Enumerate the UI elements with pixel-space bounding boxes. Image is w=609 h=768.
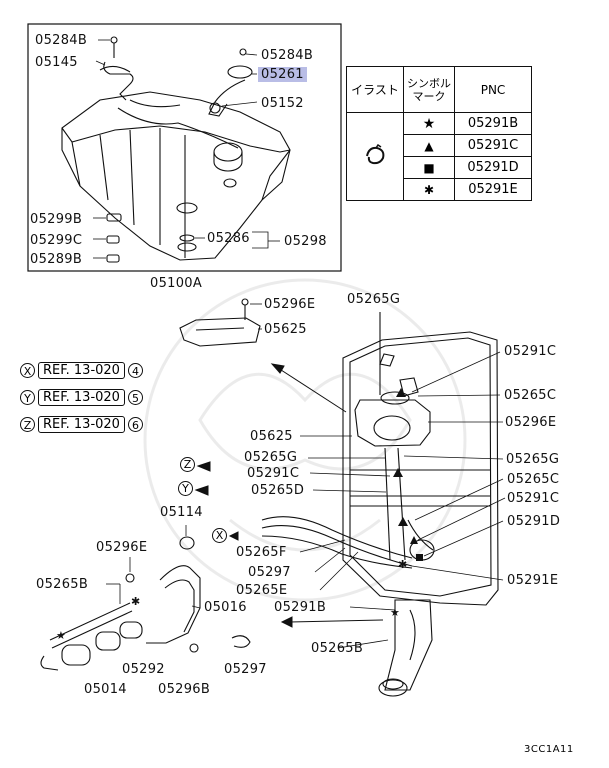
label-05114[interactable]: 05114 <box>160 505 203 520</box>
label-05291D[interactable]: 05291D <box>507 514 561 529</box>
label-05297[interactable]: 05297 <box>248 565 291 580</box>
header-pnc: PNC <box>454 66 532 113</box>
label-05265G[interactable]: 05265G <box>244 450 298 465</box>
label-05625[interactable]: 05625 <box>264 322 307 337</box>
marker-z: Z <box>180 457 195 472</box>
ref-x-num: 4 <box>127 363 143 378</box>
star-mark: ★ <box>56 629 67 642</box>
diagram-code: 3CC1A11 <box>524 744 574 755</box>
label-05265G[interactable]: 05265G <box>506 452 560 467</box>
label-05265B[interactable]: 05265B <box>36 577 89 592</box>
label-05284B[interactable]: 05284B <box>35 33 88 48</box>
label-05286[interactable]: 05286 <box>207 231 250 246</box>
fuel-tank-drawing <box>61 36 291 263</box>
header-illustration: イラスト <box>346 66 404 113</box>
pnc-05291D[interactable]: 05291D <box>454 156 532 179</box>
header-symbol-mark: シンボルマーク <box>403 66 455 113</box>
label-05261-highlighted[interactable]: 05261 <box>258 67 307 82</box>
tank-leader-lines <box>93 39 280 259</box>
label-05014[interactable]: 05014 <box>84 682 127 697</box>
arrows <box>194 363 384 628</box>
label-05297[interactable]: 05297 <box>224 662 267 677</box>
label-05291C[interactable]: 05291C <box>247 466 300 481</box>
label-05298[interactable]: 05298 <box>284 234 327 249</box>
tank-protector-drawing <box>40 298 499 697</box>
symbol-legend-table: イラスト シンボルマーク PNC ★ 05291B ▲ 05291C ■ 052… <box>346 66 532 201</box>
pnc-05291B[interactable]: 05291B <box>454 112 532 135</box>
label-05292[interactable]: 05292 <box>122 662 165 677</box>
ref-z-num: 6 <box>127 417 143 432</box>
label-05284B[interactable]: 05284B <box>261 48 314 63</box>
label-05296B[interactable]: 05296B <box>158 682 211 697</box>
pnc-symbol-marks <box>393 388 423 561</box>
label-05265G[interactable]: 05265G <box>347 292 401 307</box>
ref-y-num: 5 <box>127 390 143 405</box>
label-05265C[interactable]: 05265C <box>507 472 560 487</box>
symbol-square: ■ <box>403 156 455 179</box>
marker-y: Y <box>178 481 193 496</box>
symbol-star: ★ <box>403 112 455 135</box>
label-05152[interactable]: 05152 <box>261 96 304 111</box>
label-05100A[interactable]: 05100A <box>150 276 203 291</box>
label-05289B[interactable]: 05289B <box>30 252 83 267</box>
asterisk-mark: ✱ <box>398 558 408 571</box>
label-05145[interactable]: 05145 <box>35 55 78 70</box>
marker-x: X <box>212 528 227 543</box>
callout-leader-lines <box>106 303 506 649</box>
label-05291B[interactable]: 05291B <box>274 600 327 615</box>
star-mark: ★ <box>390 606 401 619</box>
ref-x-mark: X <box>20 363 35 378</box>
symbol-asterisk: ✱ <box>403 178 455 201</box>
pnc-05291E[interactable]: 05291E <box>454 178 532 201</box>
tank-group-frame <box>27 23 342 272</box>
label-05265D[interactable]: 05265D <box>251 483 305 498</box>
label-05299C[interactable]: 05299C <box>30 233 83 248</box>
label-05291C[interactable]: 05291C <box>504 344 557 359</box>
highlight-05261: 05261 <box>258 67 307 82</box>
label-05296E[interactable]: 05296E <box>264 297 316 312</box>
label-05265B[interactable]: 05265B <box>311 641 364 656</box>
label-05291E[interactable]: 05291E <box>507 573 559 588</box>
label-05265E[interactable]: 05265E <box>236 583 288 598</box>
ref-x-text: REF. 13-020 <box>38 362 125 379</box>
symbol-triangle: ▲ <box>403 134 455 157</box>
label-05625[interactable]: 05625 <box>250 429 293 444</box>
ref-y-text: REF. 13-020 <box>38 389 125 406</box>
watermark-emblem <box>143 278 467 602</box>
ref-y-mark: Y <box>20 390 35 405</box>
ref-z-mark: Z <box>20 417 35 432</box>
label-05291C[interactable]: 05291C <box>507 491 560 506</box>
hose-clamp-icon <box>366 143 385 165</box>
pnc-05291C[interactable]: 05291C <box>454 134 532 157</box>
label-05296E[interactable]: 05296E <box>505 415 557 430</box>
clamp-illustration-cell <box>346 112 404 201</box>
label-05299B[interactable]: 05299B <box>30 212 83 227</box>
label-05265C[interactable]: 05265C <box>504 388 557 403</box>
label-05265F[interactable]: 05265F <box>236 545 287 560</box>
label-05296E[interactable]: 05296E <box>96 540 148 555</box>
label-05016[interactable]: 05016 <box>204 600 247 615</box>
ref-z-text: REF. 13-020 <box>38 416 125 433</box>
asterisk-mark: ✱ <box>131 595 141 608</box>
